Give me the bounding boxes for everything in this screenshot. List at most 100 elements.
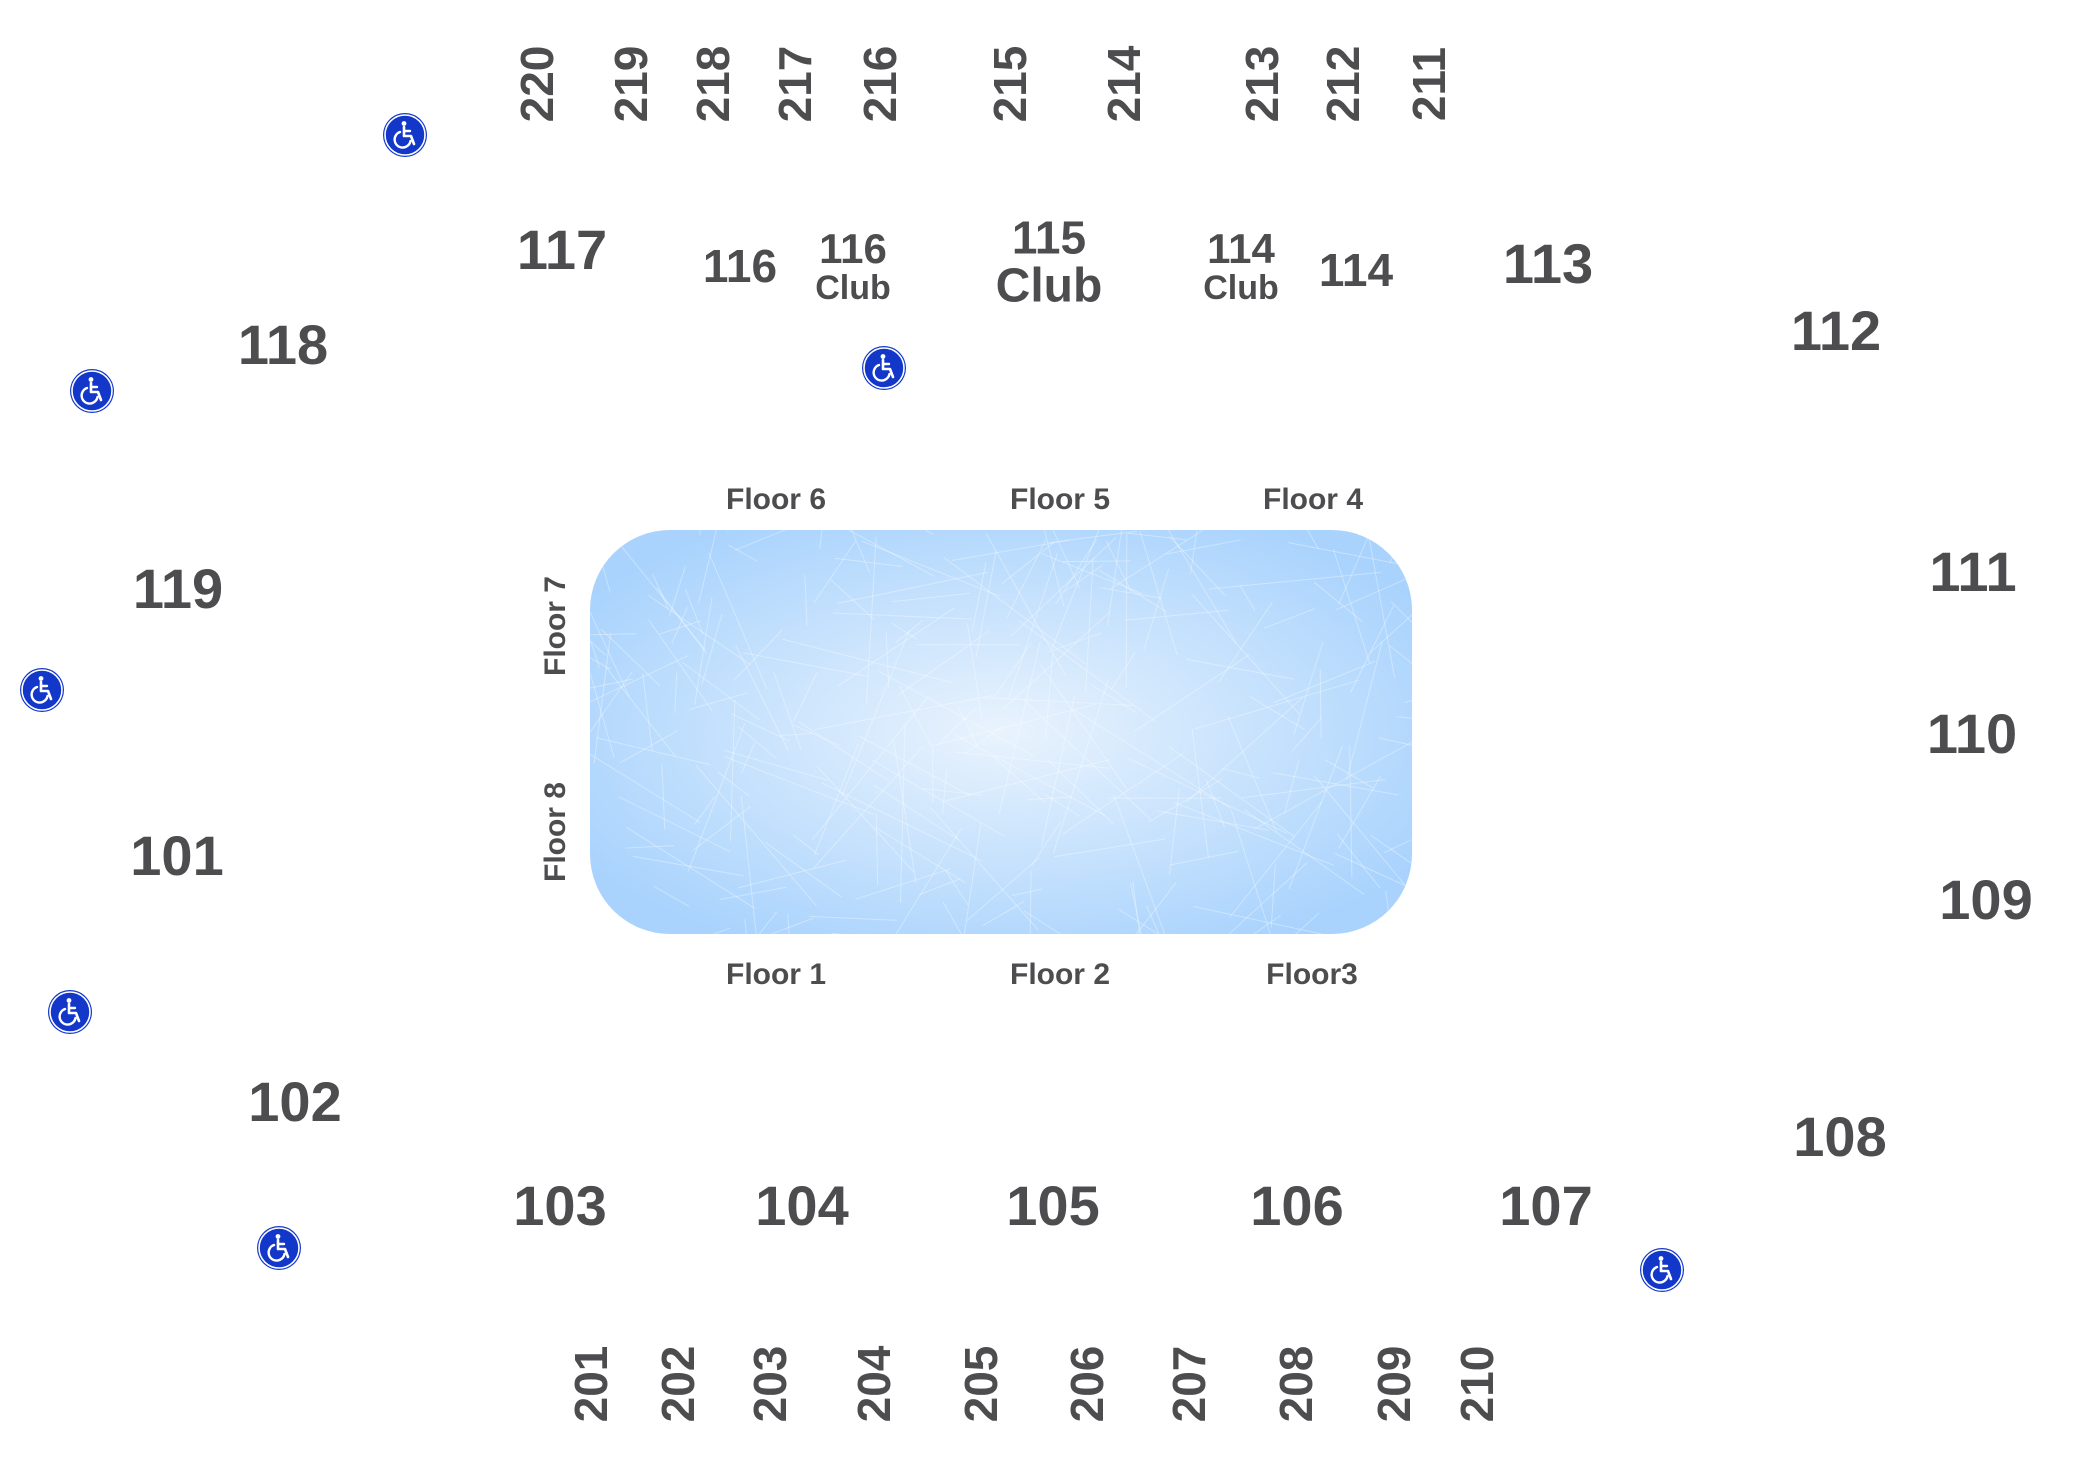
section-204[interactable]: 204: [848, 1345, 900, 1423]
wheelchair-accessible-icon[interactable]: [70, 369, 114, 413]
ice-scratch: [590, 638, 601, 668]
wheelchair-accessible-icon: [863, 347, 905, 389]
ice-scratch: [590, 678, 633, 689]
ice-scratch: [1228, 862, 1308, 934]
section-104[interactable]: 104: [755, 1174, 849, 1237]
section-106[interactable]: 106: [1250, 1174, 1344, 1237]
section-220[interactable]: 220: [511, 45, 563, 123]
section-213[interactable]: 213: [1236, 45, 1288, 123]
ice-scratch: [737, 859, 847, 889]
ice-scratch: [689, 692, 748, 710]
section-119[interactable]: 119: [132, 557, 224, 620]
ice-scratch: [1168, 746, 1295, 838]
floor-8-label[interactable]: Floor 8: [539, 781, 572, 883]
ice-scratch: [687, 723, 746, 872]
section-116[interactable]: 116: [702, 240, 778, 292]
section-102[interactable]: 102: [248, 1070, 342, 1133]
ice-scratch: [1145, 905, 1160, 934]
floor-1-label[interactable]: Floor 1: [725, 958, 827, 991]
floor-5-label[interactable]: Floor 5: [1009, 483, 1111, 516]
section-101[interactable]: 101: [130, 824, 224, 887]
section-116-club[interactable]: 116 Club: [815, 227, 891, 307]
section-214[interactable]: 214: [1098, 45, 1150, 123]
ice-scratch: [951, 539, 1069, 561]
ice-scratch: [1388, 530, 1408, 564]
section-216[interactable]: 216: [854, 45, 906, 123]
section-215[interactable]: 215: [984, 45, 1036, 123]
ice-scratch: [813, 540, 857, 604]
wheelchair-accessible-icon[interactable]: [862, 346, 906, 390]
section-201[interactable]: 201: [565, 1345, 617, 1423]
ice-scratch: [1109, 530, 1205, 590]
ice-scratch: [659, 619, 702, 635]
section-219[interactable]: 219: [605, 45, 657, 123]
ice-scratch: [792, 834, 820, 856]
section-208[interactable]: 208: [1270, 1345, 1322, 1423]
ice-scratch: [819, 530, 823, 549]
wheelchair-accessible-icon[interactable]: [20, 668, 64, 712]
ice-scratch: [993, 642, 1032, 699]
section-202[interactable]: 202: [652, 1345, 704, 1423]
section-117[interactable]: 117: [516, 218, 608, 281]
floor-3-label[interactable]: Floor3: [1266, 958, 1358, 991]
section-115-club[interactable]: 115 Club: [996, 213, 1103, 313]
section-207[interactable]: 207: [1163, 1345, 1215, 1423]
ice-scratch: [590, 633, 637, 636]
ice-scratch: [738, 726, 777, 759]
ice-scratch: [1062, 752, 1185, 835]
floor-2-label[interactable]: Floor 2: [1009, 958, 1111, 991]
section-118[interactable]: 118: [237, 313, 329, 376]
section-209[interactable]: 209: [1368, 1345, 1420, 1423]
section-108[interactable]: 108: [1793, 1105, 1887, 1168]
section-113[interactable]: 113: [1502, 232, 1594, 295]
section-107[interactable]: 107: [1499, 1174, 1593, 1237]
section-218[interactable]: 218: [687, 45, 739, 123]
ice-scratch: [592, 530, 611, 593]
floor-4-label[interactable]: Floor 4: [1262, 483, 1364, 516]
floor-6-label[interactable]: Floor 6: [725, 483, 827, 516]
ice-scratch: [1047, 632, 1102, 653]
ice-scratch: [855, 868, 951, 900]
section-212[interactable]: 212: [1317, 45, 1369, 123]
ice-scratch: [1099, 569, 1167, 613]
wheelchair-accessible-icon[interactable]: [48, 990, 92, 1034]
section-211[interactable]: 211: [1403, 46, 1455, 122]
ice-scratch: [1252, 914, 1281, 934]
ice-scratch: [614, 538, 706, 651]
ice-scratch: [982, 900, 1026, 927]
ice-scratch: [895, 828, 962, 934]
section-114-club-number: 114: [1207, 225, 1275, 273]
ice-scratch: [1338, 530, 1372, 605]
floor-7-label[interactable]: Floor 7: [539, 575, 572, 677]
ice-scratch: [1125, 532, 1128, 689]
section-210[interactable]: 210: [1451, 1345, 1503, 1423]
section-103[interactable]: 103: [513, 1174, 607, 1237]
ice-scratch: [1369, 614, 1412, 653]
section-217[interactable]: 217: [769, 45, 821, 123]
section-205[interactable]: 205: [955, 1345, 1007, 1423]
ice-scratch: [1349, 745, 1353, 878]
section-114-club[interactable]: 114 Club: [1203, 227, 1279, 307]
section-110[interactable]: 110: [1926, 702, 2018, 765]
wheelchair-accessible-icon[interactable]: [1640, 1248, 1684, 1292]
section-111[interactable]: 111: [1929, 540, 2017, 603]
ice-scratch: [605, 666, 677, 758]
section-109[interactable]: 109: [1939, 868, 2033, 931]
section-206[interactable]: 206: [1061, 1345, 1113, 1423]
section-112[interactable]: 112: [1790, 299, 1882, 362]
ice-scratch: [765, 841, 842, 898]
wheelchair-accessible-icon[interactable]: [383, 113, 427, 157]
ice-scratch: [998, 642, 1041, 815]
ice-scratch: [1230, 809, 1271, 934]
ice-scratch: [1113, 794, 1166, 934]
ice-scratch: [1085, 558, 1094, 693]
wheelchair-accessible-icon[interactable]: [257, 1226, 301, 1270]
section-203[interactable]: 203: [744, 1345, 796, 1423]
ice-scratch: [1288, 745, 1343, 890]
ice-scratch: [590, 671, 633, 734]
ice-scratch: [701, 613, 723, 686]
section-105[interactable]: 105: [1006, 1174, 1100, 1237]
section-114[interactable]: 114: [1318, 244, 1394, 296]
ice-scratch: [698, 530, 717, 604]
